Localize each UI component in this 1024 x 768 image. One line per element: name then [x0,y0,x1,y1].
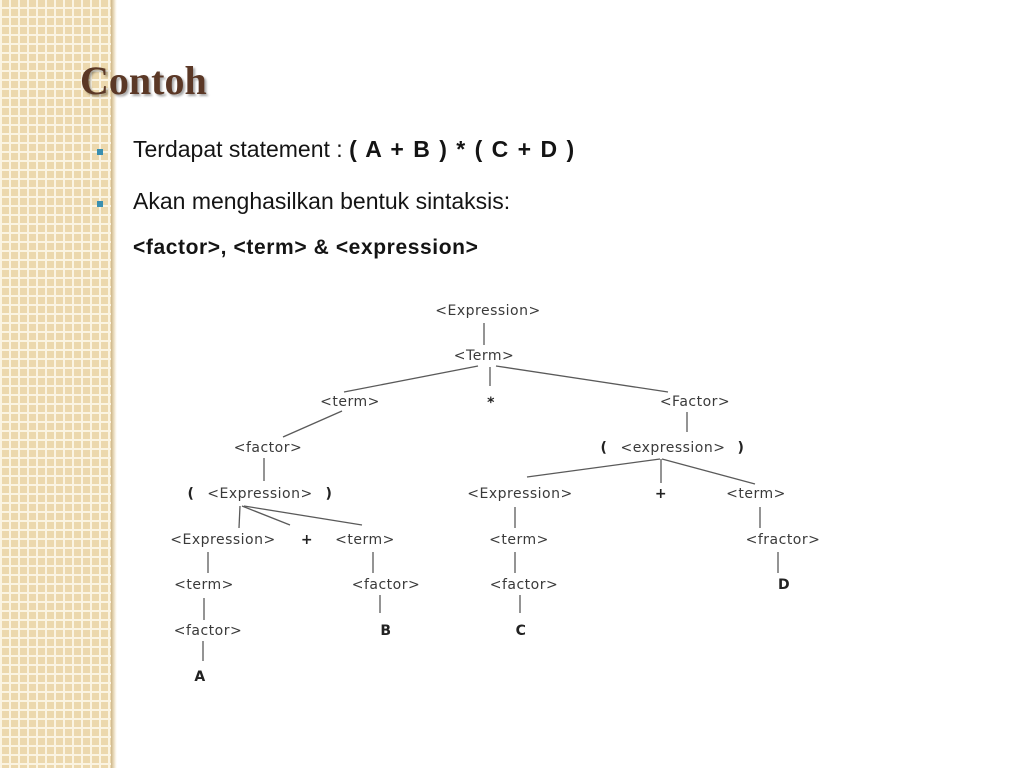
tree-edge [241,505,291,526]
tree-node-right-close-paren: ) [738,440,745,456]
tree-edge [282,410,343,438]
tree-leaf-d: D [778,577,790,593]
tree-node-left-open-paren: ( [188,486,195,502]
decorative-side-pattern [0,0,111,768]
bullet-item-result: Akan menghasilkan bentuk sintaksis: [97,187,511,215]
tree-leaf-a: A [194,669,205,685]
tree-node-root-expression: <Expression> [435,303,540,319]
tree-node-left-term: <term> [320,394,380,410]
tree-edge [238,505,241,529]
tree-node-right-open-paren: ( [601,440,608,456]
tree-node-right-plus-symbol: + [655,486,667,502]
tree-leaf-b: B [380,623,391,639]
tree-node-right-inner-term: <term> [489,532,549,548]
statement-expression: ( A + B ) * ( C + D ) [349,136,575,162]
tree-edges [202,323,779,661]
tree-node-left-expression: <Expression> [170,532,275,548]
tree-node-fractor: <fractor> [746,532,821,548]
tree-node-right-expression: <Expression> [467,486,572,502]
square-bullet-icon [97,201,103,207]
slide-title: Contoh [80,58,207,103]
tree-node-left-plus-symbol: + [301,532,313,548]
tree-node-factor-a: <factor> [174,623,242,639]
bullet-text: Terdapat statement : [133,136,350,162]
tree-edge [343,365,479,393]
bullet-item-statement: Terdapat statement : ( A + B ) * ( C + D… [97,135,575,163]
tree-node-right-term: <term> [726,486,786,502]
tree-node-factor-c: <factor> [490,577,558,593]
tree-node-left-expression-term: <term> [174,577,234,593]
tree-node-left-close-paren: ) [326,486,333,502]
tree-edge [495,365,669,393]
tree-node-factor-b: <factor> [352,577,420,593]
tree-node-left-paren-expression: <Expression> [207,486,312,502]
bullet-text: Akan menghasilkan bentuk sintaksis: [133,188,511,214]
tree-leaf-c: C [516,623,527,639]
tree-edge [243,505,363,526]
tree-node-left-factor: <factor> [234,440,302,456]
tree-edge [661,458,756,485]
tree-node-left-inner-term: <term> [335,532,395,548]
tree-node-multiply-symbol: * [487,395,495,411]
side-pattern-edge [111,0,117,768]
square-bullet-icon [97,149,103,155]
tree-edge [526,458,661,478]
syntax-forms: <factor>, <term> & <expression> [133,236,479,259]
tree-node-factor: <Factor> [660,394,730,410]
tree-node-term: <Term> [454,348,514,364]
tree-node-right-paren-expression: <expression> [621,440,726,456]
